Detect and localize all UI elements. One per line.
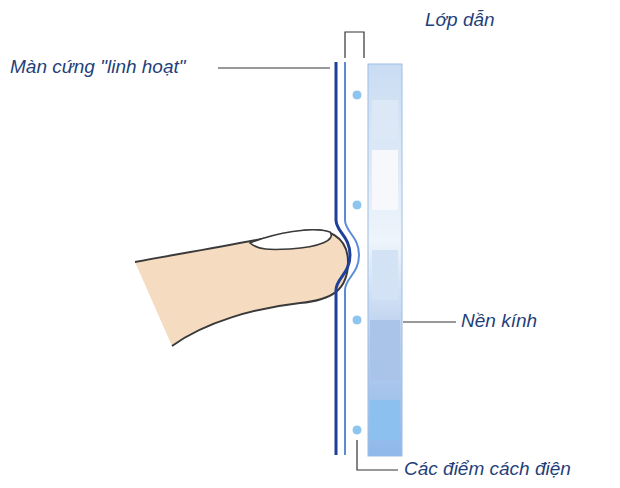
glass-texture xyxy=(372,100,398,140)
flexible-film xyxy=(336,62,350,455)
glass-texture xyxy=(372,250,398,300)
part-label: Màn cứng "linh hoạt" xyxy=(10,57,186,78)
part-label: Nền kính xyxy=(461,311,537,332)
glass-texture xyxy=(372,150,398,210)
glass-texture xyxy=(370,400,400,440)
conductive-layer xyxy=(345,62,359,455)
leader-lines xyxy=(218,32,456,470)
fingernail xyxy=(250,230,331,250)
glass-texture xyxy=(370,320,400,380)
finger xyxy=(135,230,348,346)
insulating-dots xyxy=(352,90,362,435)
glass-substrate xyxy=(368,64,402,456)
part-label: Lớp dẫn xyxy=(425,10,495,31)
part-label: Các điểm cách điện xyxy=(404,459,571,480)
